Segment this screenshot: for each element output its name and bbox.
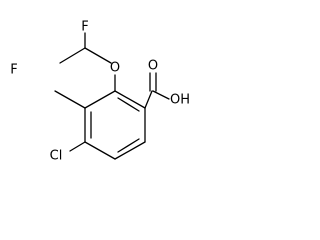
- bond-carboxyl-oh: [152, 90, 170, 100]
- bond-c6-carboxyl: [144, 90, 153, 109]
- atom-label-chlorine: Cl: [50, 149, 63, 164]
- bond-ring-c6-c1: [114, 90, 146, 109]
- benzene-ring: [84, 90, 146, 160]
- bond-ring-c4-c5: [114, 141, 146, 160]
- atom-label-f-top: F: [81, 20, 88, 35]
- atom-label-o-carbonyl: O: [148, 59, 158, 74]
- atom-label-hydroxyl: OH: [170, 93, 190, 108]
- bond-o-ether-cf2: [84, 47, 112, 64]
- bond-c3-cl: [69, 141, 86, 152]
- bond-c2-methyl: [54, 90, 86, 109]
- bond-ring-c1-c2: [84, 90, 116, 109]
- bond-ring-inner-c6-c1: [117, 97, 140, 112]
- atom-label-f-left: F: [10, 63, 17, 78]
- bond-ring-inner-c4-c5: [117, 138, 140, 153]
- chemical-structure-diagram: F F O O OH Cl: [10, 20, 190, 164]
- atom-label-o-ether: O: [110, 61, 120, 76]
- bond-ring-c3-c4: [84, 141, 116, 160]
- bond-cf2-f-left: [59, 47, 86, 64]
